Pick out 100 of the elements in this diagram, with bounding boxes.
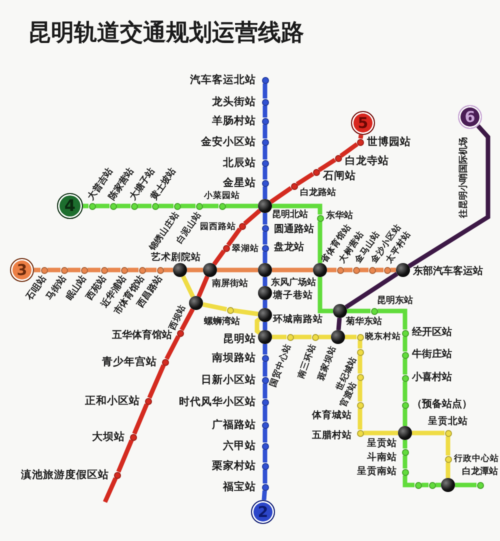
station-dot [368, 266, 376, 274]
station-dot [238, 222, 246, 230]
metro-line [347, 308, 370, 314]
metro-line [164, 268, 173, 272]
station-name: 昆明东站 [377, 296, 413, 306]
metro-line [262, 344, 268, 354]
station-name: 六甲站 [223, 440, 256, 451]
metro-line [262, 470, 268, 484]
station-dot [286, 334, 294, 340]
station-name: 经开区站 [412, 328, 452, 338]
station-name: 盘龙站 [274, 243, 304, 253]
station-dot [356, 348, 364, 356]
metro-line [318, 158, 336, 172]
station-name: 国贸中心站 [269, 342, 293, 388]
metro-line [402, 456, 408, 468]
station-dot [88, 202, 96, 210]
station-dot [262, 224, 268, 232]
station-name: 金星站 [223, 178, 256, 188]
station-dot [356, 430, 364, 436]
station-name: 汽车客运北站 [190, 74, 256, 85]
station-name: 白龙寺站 [345, 156, 389, 166]
metro-line [262, 84, 268, 98]
metro-line [378, 308, 408, 330]
metro-line [402, 336, 408, 352]
line-destination-label: 往昆明小哨国际机场 [460, 136, 468, 218]
metro-line [412, 430, 444, 436]
line-number-badge: 4 [57, 193, 83, 219]
interchange-station-dot [189, 296, 203, 310]
metro-line [262, 213, 268, 224]
station-dot [226, 306, 234, 314]
metro-line [146, 268, 156, 272]
metro-line [102, 477, 118, 503]
line-number-badge: 2 [251, 500, 275, 524]
metro-line [262, 362, 268, 376]
metro-line [180, 308, 195, 331]
metro-line [233, 308, 258, 316]
metro-line [262, 300, 268, 308]
station-name: 金安小区站 [201, 136, 256, 147]
metro-line [226, 204, 258, 208]
metro-line [272, 334, 286, 340]
metro-line [187, 268, 203, 272]
metro-line [345, 334, 356, 340]
metro-line [202, 302, 228, 312]
interchange-station-dot [398, 426, 412, 440]
station-dot [356, 374, 364, 380]
line-number-badge: 6 [458, 105, 482, 129]
station-name: 呈贡南站 [357, 467, 397, 476]
metro-line [128, 268, 138, 272]
station-name: 南坝路站 [212, 352, 256, 363]
interchange-station-dot [313, 263, 327, 277]
metro-line [147, 364, 166, 399]
station-dot [370, 308, 378, 314]
station-name: 东华站 [326, 212, 353, 220]
metro-line [318, 334, 331, 340]
metro-line [402, 476, 414, 488]
station-dot [222, 244, 230, 252]
station-dot [130, 202, 138, 210]
station-name: 石闸站 [323, 170, 356, 181]
station-dot [138, 266, 146, 274]
metro-line [408, 124, 490, 268]
metro-line [402, 382, 408, 402]
metro-line [262, 428, 268, 442]
station-dot [356, 334, 364, 340]
metro-line [358, 356, 362, 374]
station-name: 圆通路站 [274, 225, 314, 235]
metro-line [358, 408, 362, 430]
station-name: 斑家坝站 [317, 344, 338, 382]
metro-line [318, 222, 322, 263]
metro-line [376, 268, 384, 272]
station-dot [60, 266, 68, 274]
metro-line [138, 204, 152, 208]
station-dot [162, 358, 168, 366]
station-dot [80, 266, 88, 274]
station-dot [262, 180, 268, 186]
station-dot [352, 266, 360, 274]
metro-line [262, 322, 268, 330]
interchange-station-dot [396, 263, 410, 277]
station-dot [402, 330, 408, 336]
station-dot [120, 266, 128, 274]
metro-line [262, 406, 268, 422]
station-name: 小喜村站 [412, 373, 452, 383]
station-name: 西坝站 [168, 303, 188, 332]
metro-line [270, 186, 292, 204]
station-name: 南屏街站 [212, 280, 248, 288]
station-dot [262, 138, 268, 146]
station-dot [262, 244, 268, 252]
metro-line [327, 268, 336, 272]
station-dot [152, 202, 158, 210]
station-dot [262, 160, 268, 166]
metro-line [344, 268, 352, 272]
metro-line [272, 268, 313, 272]
metro-line [364, 430, 398, 436]
station-name: 昆明北站 [272, 210, 308, 220]
metro-line [196, 276, 210, 298]
station-dot [262, 118, 268, 124]
interchange-station-dot [258, 330, 272, 344]
station-dot [262, 76, 268, 84]
station-name: 东部汽车客运站 [413, 267, 483, 277]
station-name: 青少年宫站 [102, 356, 157, 367]
metro-line [96, 204, 110, 208]
